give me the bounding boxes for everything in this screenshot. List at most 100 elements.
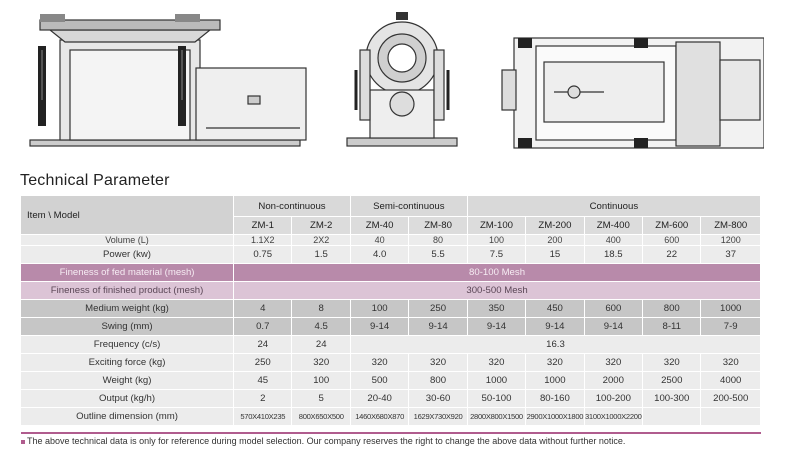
- table-cell-merged: 300-500 Mesh: [233, 281, 761, 300]
- group-semi-continuous: Semi-continuous: [350, 196, 468, 217]
- table-row-volume: Volume (L) 1.1X2 2X2 40 80 100 200 400 6…: [21, 234, 761, 246]
- row-label: Fineness of fed material (mesh): [21, 263, 235, 282]
- table-cell: 2900X1000X1800: [525, 407, 585, 426]
- header-item-model: Item \ Model: [21, 196, 235, 235]
- row-label: Swing (mm): [21, 317, 235, 336]
- model-header: ZM-200: [525, 216, 585, 235]
- table-row-frequency: Frequency (c/s) 24 24 16.3: [21, 335, 762, 354]
- table-row-swing: Swing (mm) 0.7 4.5 9-14 9-14 9-14 9-14 9…: [21, 317, 761, 336]
- table-row-exciting-force: Exciting force (kg) 250 320 320 320 320 …: [21, 353, 761, 372]
- table-cell: 200: [525, 234, 585, 246]
- table-cell: 2800X800X1500: [467, 407, 527, 426]
- table-cell: 15: [525, 245, 585, 264]
- table-row-fineness-finished: Fineness of finished product (mesh) 300-…: [21, 281, 761, 300]
- table-row-power: Power (kw) 0.75 1.5 4.0 5.5 7.5 15 18.5 …: [21, 245, 761, 264]
- table-row-weight: Weight (kg) 45 100 500 800 1000 1000 200…: [21, 371, 761, 390]
- section-title: Technical Parameter: [20, 172, 170, 189]
- table-cell: 2000: [584, 371, 644, 390]
- table-cell: 9-14: [467, 317, 527, 336]
- table-cell: 1000: [525, 371, 585, 390]
- row-label: Frequency (c/s): [21, 335, 235, 354]
- table-cell: 9-14: [350, 317, 410, 336]
- table-cell: 320: [584, 353, 644, 372]
- footnote-text: The above technical data is only for ref…: [27, 436, 626, 446]
- table-cell: 800: [408, 371, 468, 390]
- table-cell: 8-11: [642, 317, 702, 336]
- model-header: ZM-80: [408, 216, 468, 235]
- table-cell: 320: [291, 353, 351, 372]
- model-header: ZM-400: [584, 216, 644, 235]
- machine-top-view: [501, 37, 764, 149]
- table-cell: 320: [642, 353, 702, 372]
- row-label: Medium weight (kg): [21, 299, 235, 318]
- table-cell: 7.5: [467, 245, 527, 264]
- row-label: Fineness of finished product (mesh): [21, 281, 235, 300]
- bullet-square-icon: [21, 439, 25, 444]
- table-cell: 2X2: [291, 234, 351, 246]
- table-cell: 80-160: [525, 389, 585, 408]
- table-cell: 600: [584, 299, 644, 318]
- table-cell: 9-14: [584, 317, 644, 336]
- table-cell: 1460X680X870: [350, 407, 410, 426]
- table-cell: 45: [233, 371, 293, 390]
- table-cell: 4000: [700, 371, 761, 390]
- machine-drawings: [0, 0, 787, 160]
- group-non-continuous: Non-continuous: [233, 196, 351, 217]
- model-header: ZM-40: [350, 216, 410, 235]
- table-cell: 40: [350, 234, 410, 246]
- table-cell: 5: [291, 389, 351, 408]
- row-label: Weight (kg): [21, 371, 235, 390]
- table-cell: 22: [642, 245, 702, 264]
- table-cell: 320: [467, 353, 527, 372]
- table-cell: 1000: [700, 299, 761, 318]
- table-row-outline-dimension: Outline dimension (mm) 570X410X235 800X6…: [21, 407, 761, 426]
- table-cell: 4: [233, 299, 293, 318]
- table-cell: 7-9: [700, 317, 761, 336]
- model-header: ZM-800: [700, 216, 761, 235]
- table-cell: 1.1X2: [233, 234, 293, 246]
- row-label: Exciting force (kg): [21, 353, 235, 372]
- table-cell: 100: [350, 299, 410, 318]
- table-cell: 1.5: [291, 245, 351, 264]
- table-cell: 1200: [700, 234, 761, 246]
- machine-side-view: [29, 14, 307, 147]
- table-cell: 24: [233, 335, 293, 354]
- table-row-medium-weight: Medium weight (kg) 4 8 100 250 350 450 6…: [21, 299, 761, 318]
- group-continuous: Continuous: [467, 196, 762, 217]
- table-cell: 3100X1000X2200: [584, 407, 644, 426]
- table-cell: 30-60: [408, 389, 468, 408]
- row-label: Power (kw): [21, 245, 235, 264]
- table-cell: 50-100: [467, 389, 527, 408]
- footnote: The above technical data is only for ref…: [21, 436, 625, 446]
- table-cell-merged: 16.3: [350, 335, 762, 354]
- table-bottom-rule: [21, 432, 761, 434]
- table-cell: 100-300: [642, 389, 702, 408]
- table-cell-merged: 80-100 Mesh: [233, 263, 761, 282]
- table-cell: 4.5: [291, 317, 351, 336]
- table-row-output: Output (kg/h) 2 5 20-40 30-60 50-100 80-…: [21, 389, 761, 408]
- model-header: ZM-2: [291, 216, 351, 235]
- table-cell: 320: [350, 353, 410, 372]
- table-cell: 9-14: [408, 317, 468, 336]
- table-cell: 320: [700, 353, 761, 372]
- table-cell: 250: [233, 353, 293, 372]
- table-cell: 4.0: [350, 245, 410, 264]
- table-cell: 2: [233, 389, 293, 408]
- table-cell: 250: [408, 299, 468, 318]
- row-label: Output (kg/h): [21, 389, 235, 408]
- row-label: Volume (L): [21, 234, 235, 246]
- table-cell: 100-200: [584, 389, 644, 408]
- table-cell: 500: [350, 371, 410, 390]
- table-cell: 18.5: [584, 245, 644, 264]
- table-cell: 400: [584, 234, 644, 246]
- table-cell: 800X650X500: [291, 407, 351, 426]
- table-cell: [642, 407, 702, 426]
- table-cell: [700, 407, 761, 426]
- table-cell: 0.75: [233, 245, 293, 264]
- table-cell: 200-500: [700, 389, 761, 408]
- table-cell: 100: [467, 234, 527, 246]
- table-cell: 320: [408, 353, 468, 372]
- table-cell: 80: [408, 234, 468, 246]
- technical-parameter-table: Item \ Model Non-continuous Semi-continu…: [21, 196, 762, 426]
- table-cell: 1629X730X920: [408, 407, 468, 426]
